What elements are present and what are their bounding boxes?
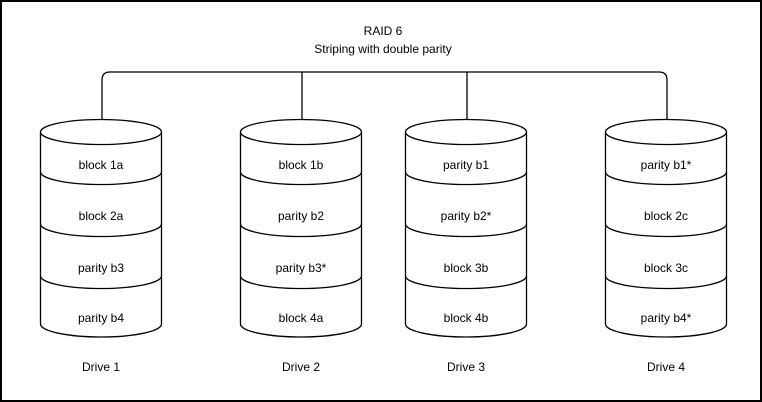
- bus-connector: [101, 71, 668, 119]
- drive-3: parity b1 parity b2* block 3b block 4b D…: [404, 118, 528, 380]
- drive-block-label: block 3c: [643, 261, 689, 275]
- drive-block-label: parity b2: [277, 209, 325, 223]
- drive-block-label: block 2a: [78, 209, 124, 223]
- drive-block-label: block 4a: [278, 311, 324, 325]
- drive-cylinder-shape: [39, 118, 163, 338]
- drive-block-label: parity b4*: [640, 311, 692, 325]
- drive-block-label: block 3b: [443, 261, 489, 275]
- drive-cylinder-shape: [604, 118, 728, 338]
- bus-connector-line: [101, 71, 668, 119]
- drive-block-label: block 1a: [78, 158, 124, 172]
- drive-block-label: parity b2*: [440, 209, 492, 223]
- drive-4: parity b1* block 2c block 3c parity b4* …: [604, 118, 728, 380]
- drive-block-label: parity b3*: [275, 261, 327, 275]
- drive-block-label: block 2c: [643, 209, 689, 223]
- drive-cylinder-shape: [239, 118, 363, 338]
- drive-cylinder-shape: [404, 118, 528, 338]
- drive-label: Drive 2: [281, 360, 320, 374]
- drive-1: block 1a block 2a parity b3 parity b4 Dr…: [39, 118, 163, 380]
- drive-block-label: block 4b: [443, 311, 489, 325]
- diagram-subtitle: Striping with double parity: [314, 42, 452, 56]
- diagram-title: RAID 6: [363, 24, 403, 38]
- drive-block-label: parity b1: [442, 158, 490, 172]
- drive-block-label: parity b4: [77, 311, 125, 325]
- drive-block-label: parity b1*: [640, 158, 692, 172]
- diagram-title-block: RAID 6 Striping with double parity: [2, 22, 760, 58]
- drive-2: block 1b parity b2 parity b3* block 4a D…: [239, 118, 363, 380]
- drive-label: Drive 4: [646, 360, 685, 374]
- drive-label: Drive 3: [446, 360, 485, 374]
- drive-block-label: block 1b: [278, 158, 324, 172]
- drive-block-label: parity b3: [77, 261, 125, 275]
- drive-label: Drive 1: [81, 360, 120, 374]
